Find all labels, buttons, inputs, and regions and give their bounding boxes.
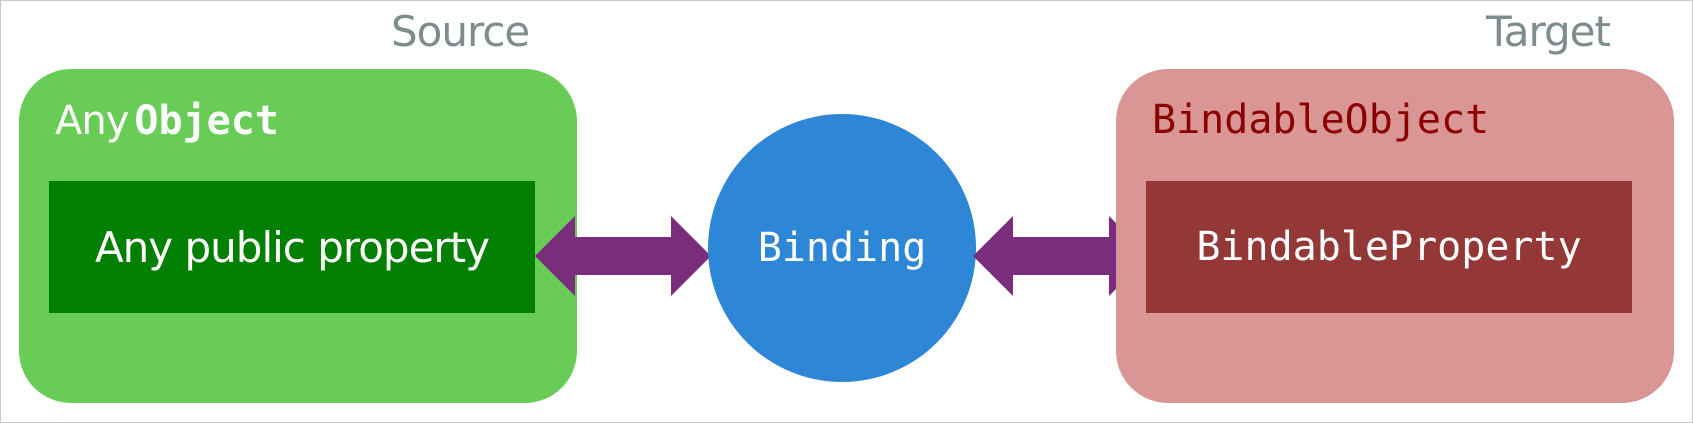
target-panel: BindableObject BindableProperty <box>1116 69 1674 403</box>
binding-label: Binding <box>757 225 927 271</box>
right-double-arrow-icon <box>973 216 1149 296</box>
target-property-box: BindableProperty <box>1146 181 1632 313</box>
target-heading: BindableObject <box>1152 97 1490 143</box>
left-double-arrow-icon <box>535 216 711 296</box>
source-heading-code: Object <box>134 98 279 144</box>
target-title: Target <box>1486 7 1611 56</box>
source-property-box: Any public property <box>49 181 535 313</box>
target-property-label: BindableProperty <box>1196 224 1582 270</box>
binding-circle: Binding <box>708 114 976 382</box>
source-heading-word: Any <box>55 98 129 144</box>
source-property-label: Any public property <box>94 222 490 272</box>
source-title: Source <box>391 7 530 56</box>
